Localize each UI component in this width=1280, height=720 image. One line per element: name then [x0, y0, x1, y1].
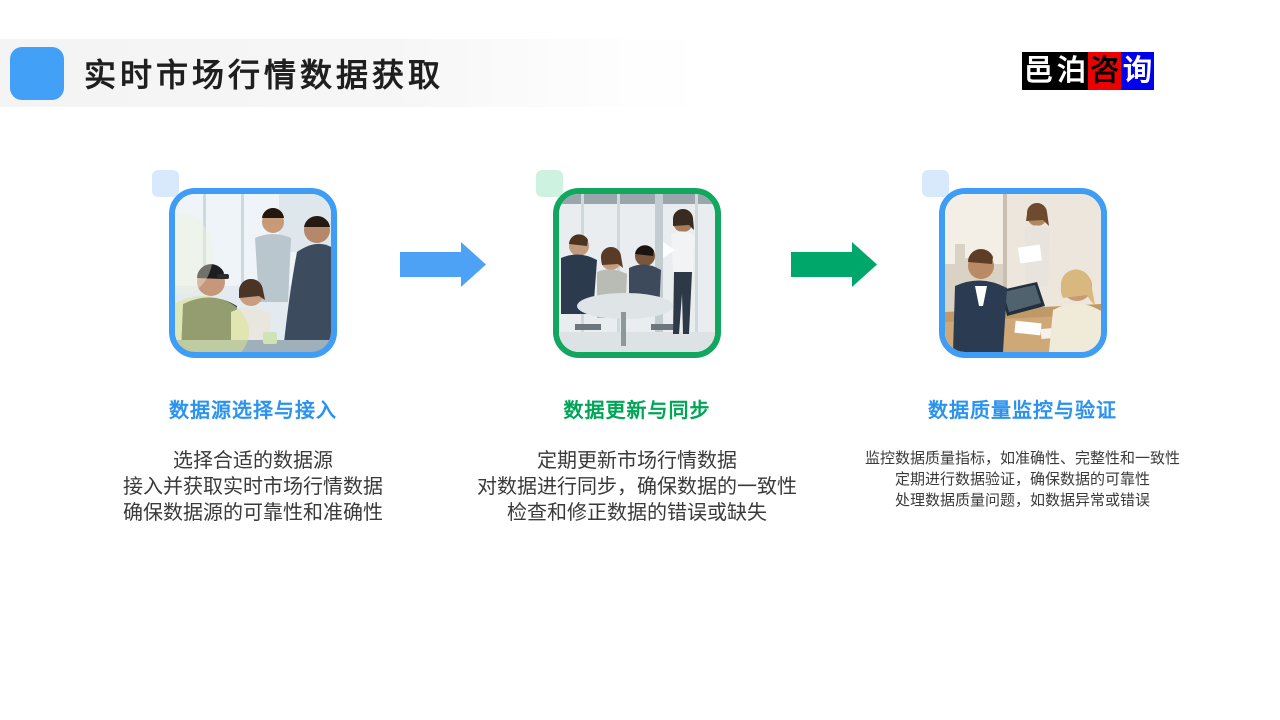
step-3-line-2: 定期进行数据验证，确保数据的可靠性	[894, 471, 1150, 488]
step-1-photo-wrap	[152, 170, 337, 358]
step-1-heading: 数据源选择与接入	[169, 400, 337, 422]
step-2-body: 定期更新市场行情数据 对数据进行同步，确保数据的一致性 检查和修正数据的错误或缺…	[472, 448, 802, 526]
step-1-line-2: 接入并获取实时市场行情数据	[123, 476, 383, 498]
step-2-photo-wrap	[536, 170, 721, 358]
conference-review-illustration	[944, 194, 1101, 352]
step-2-line-3: 检查和修正数据的错误或缺失	[507, 502, 767, 524]
step-2-line-1: 定期更新市场行情数据	[537, 450, 737, 472]
step-3-body: 监控数据质量指标，如准确性、完整性和一致性 定期进行数据验证，确保数据的可靠性 …	[855, 448, 1190, 511]
team-brainstorm-photo	[169, 188, 337, 358]
conference-review-photo	[938, 188, 1107, 358]
flow-arrow-blue	[400, 242, 486, 287]
step-2-data-sync: 数据更新与同步 定期更新市场行情数据 对数据进行同步，确保数据的一致性 检查和修…	[472, 170, 802, 526]
step-3-line-3: 处理数据质量问题，如数据异常或错误	[894, 492, 1150, 509]
step-3-quality-monitor: 数据质量监控与验证 监控数据质量指标，如准确性、完整性和一致性 定期进行数据验证…	[855, 170, 1190, 511]
logo-char-4: 询	[1121, 52, 1154, 90]
deco-square-green	[536, 170, 563, 197]
step-3-photo-wrap	[921, 170, 1107, 358]
step-3-heading: 数据质量监控与验证	[928, 400, 1117, 422]
step-3-line-1: 监控数据质量指标，如准确性、完整性和一致性	[864, 450, 1180, 467]
logo-char-3: 咨	[1088, 52, 1121, 90]
title-accent-square	[10, 47, 64, 100]
step-1-data-source: 数据源选择与接入 选择合适的数据源 接入并获取实时市场行情数据 确保数据源的可靠…	[88, 170, 418, 526]
office-meeting-photo	[553, 188, 721, 358]
header-band	[0, 39, 706, 107]
step-1-line-1: 选择合适的数据源	[173, 450, 333, 472]
deco-square-blue	[921, 170, 949, 197]
flow-arrow-green	[791, 242, 877, 287]
deco-square-blue	[152, 170, 179, 197]
step-1-body: 选择合适的数据源 接入并获取实时市场行情数据 确保数据源的可靠性和准确性	[88, 448, 418, 526]
logo-char-1: 邑	[1022, 52, 1055, 90]
step-2-line-2: 对数据进行同步，确保数据的一致性	[477, 476, 797, 498]
step-2-heading: 数据更新与同步	[563, 400, 711, 422]
office-meeting-illustration	[559, 194, 715, 352]
team-brainstorm-illustration	[175, 194, 331, 352]
company-logo: 邑 泊 咨 询	[1022, 52, 1154, 90]
step-1-line-3: 确保数据源的可靠性和准确性	[123, 502, 383, 524]
page-title: 实时市场行情数据获取	[84, 57, 445, 93]
logo-char-2: 泊	[1055, 52, 1088, 90]
